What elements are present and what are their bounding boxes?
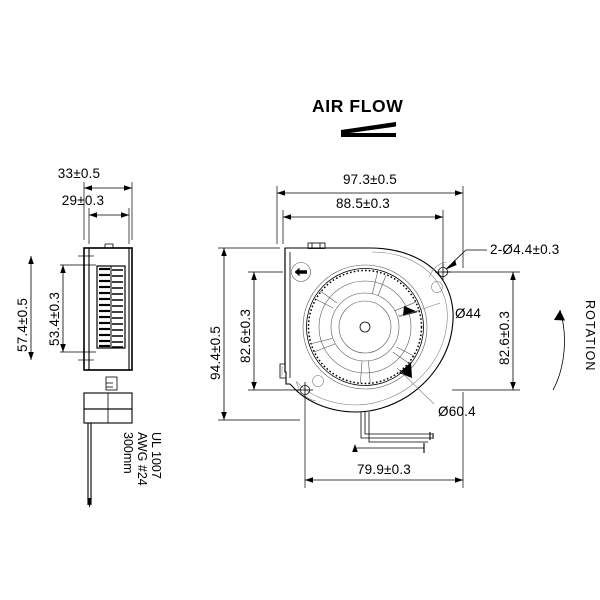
front-view: 97.3±0.5 88.5±0.3 94.4±0.5 82.6±0.3 82.6… bbox=[208, 172, 559, 488]
callout-impeller-diameter-text: Ø60.4 bbox=[438, 404, 476, 419]
rotation-indicator: ROTATION bbox=[552, 300, 597, 391]
dim-side-overall-height: 57.4±0.5 bbox=[15, 298, 30, 352]
dim-side-inner-width: 29±0.3 bbox=[62, 193, 104, 208]
wire-spec-line2: AWG #24 bbox=[135, 432, 149, 486]
dim-front-overall-height: 94.4±0.5 bbox=[208, 326, 223, 380]
mounting-hole-bottom-left bbox=[295, 375, 324, 402]
dim-front-hole-pitch-x: 88.5±0.3 bbox=[336, 196, 390, 211]
impeller-spokes bbox=[309, 272, 420, 384]
side-view: UL 1007 AWG #24 300mm 33±0.5 29±0.3 57.4… bbox=[15, 166, 163, 508]
dim-side-overall-width: 33±0.5 bbox=[58, 166, 100, 181]
housing-clip bbox=[307, 242, 326, 249]
mounting-hole-top-right bbox=[428, 261, 451, 293]
dim-front-hole-pitch-y-right: 82.6±0.3 bbox=[497, 311, 512, 365]
wire-spec-note: UL 1007 AWG #24 300mm bbox=[121, 432, 163, 486]
dim-side-inner-height: 53.4±0.3 bbox=[47, 292, 62, 346]
callout-mounting-holes: 2-Ø4.4±0.3 bbox=[445, 242, 559, 270]
front-view-wires bbox=[352, 412, 434, 453]
callout-mounting-holes-text: 2-Ø4.4±0.3 bbox=[490, 242, 559, 257]
dim-front-overall-width: 97.3±0.5 bbox=[343, 172, 397, 187]
air-flow-label: AIR FLOW bbox=[312, 96, 403, 116]
rotation-label: ROTATION bbox=[583, 300, 597, 372]
callout-inlet-diameter: Ø44 bbox=[398, 302, 481, 321]
callout-inlet-diameter-text: Ø44 bbox=[455, 306, 481, 321]
blade-stack bbox=[96, 265, 126, 349]
dim-front-bottom-width: 79.9±0.3 bbox=[357, 462, 411, 477]
wire-spec-line1: UL 1007 bbox=[149, 432, 163, 479]
callout-impeller-diameter: Ø60.4 bbox=[396, 367, 476, 419]
blade-direction-marks bbox=[399, 306, 418, 378]
side-view-wires bbox=[87, 423, 92, 508]
wire-spec-line3: 300mm bbox=[121, 432, 135, 474]
dim-front-hole-pitch-y-left: 82.6±0.3 bbox=[238, 309, 253, 363]
terminal-mark bbox=[105, 376, 118, 391]
circled-arrow-left-icon bbox=[291, 262, 311, 282]
arrow-left-icon bbox=[341, 122, 396, 137]
